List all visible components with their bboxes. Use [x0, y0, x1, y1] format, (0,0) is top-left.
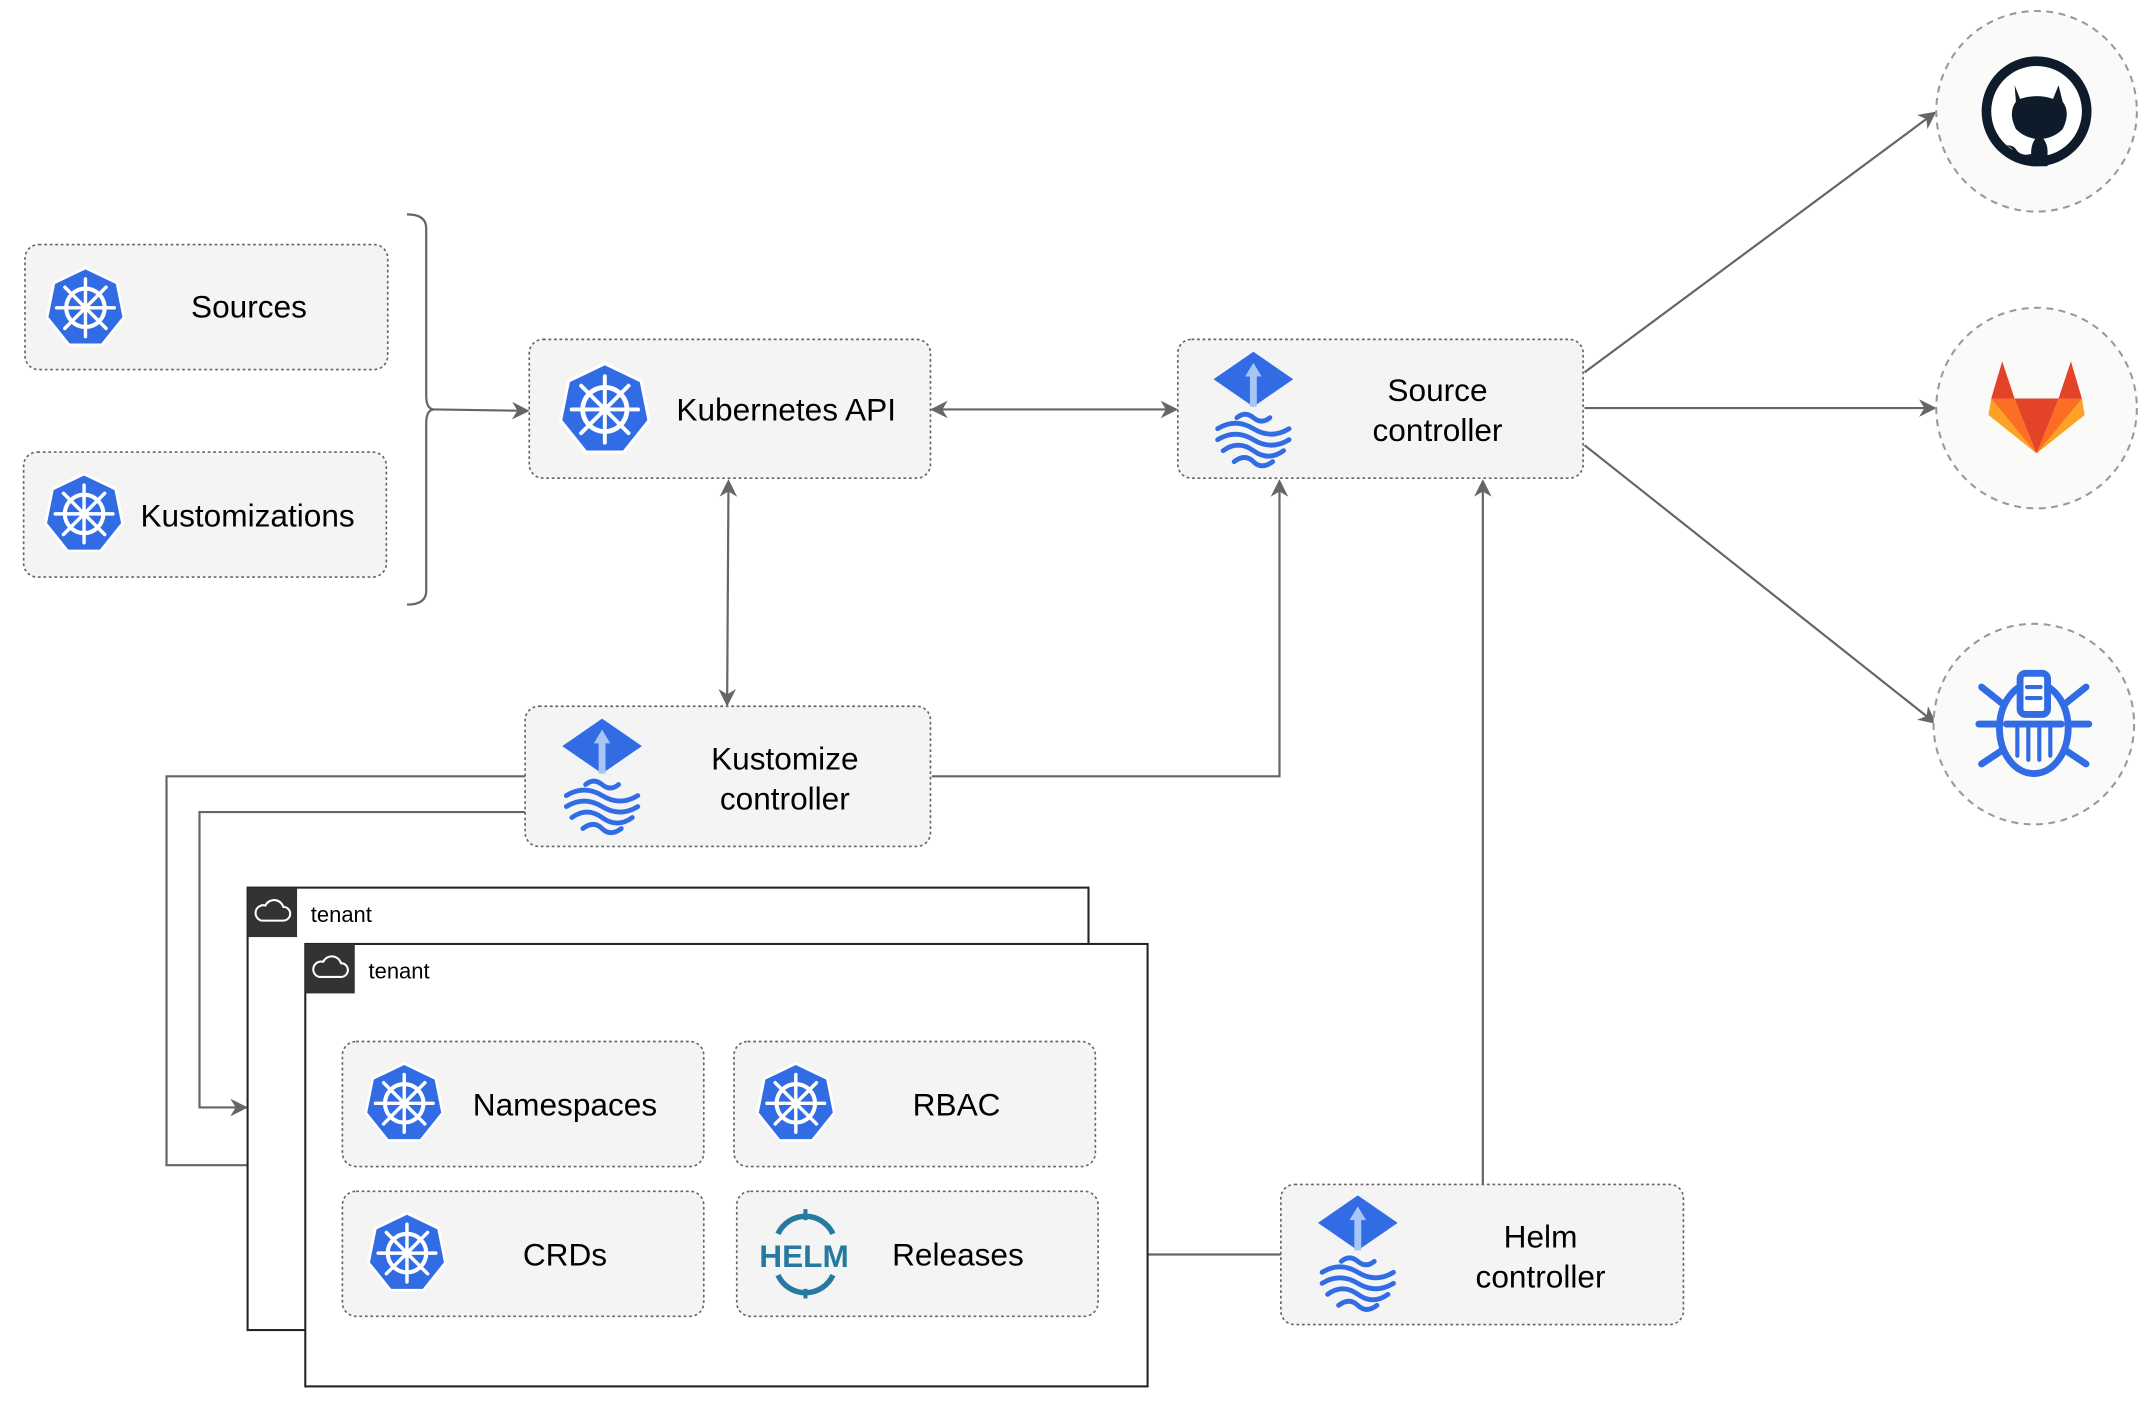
kubernetes-icon: [47, 268, 124, 345]
svg-text:controller: controller: [1373, 412, 1503, 448]
node-kubernetes-api[interactable]: Kubernetes API: [528, 338, 932, 479]
svg-text:Source: Source: [1387, 372, 1487, 408]
edge-api-kustomize-controller: [718, 479, 738, 707]
edge-kustomize-to-tenant-1: [198, 810, 526, 1117]
svg-text:Releases: Releases: [892, 1236, 1024, 1272]
svg-text:Sources: Sources: [191, 288, 307, 324]
edge-crds-to-api: [434, 401, 530, 420]
edge-source-to-github: [1583, 111, 1937, 374]
cloud-icon: [312, 955, 349, 978]
svg-text:HELM: HELM: [759, 1238, 849, 1274]
kubernetes-icon: [46, 474, 123, 551]
kubernetes-icon: [561, 364, 649, 452]
node-kustomizations[interactable]: Kustomizations: [22, 451, 388, 578]
node-kustomize-controller[interactable]: Kustomize controller: [524, 705, 932, 848]
svg-text:Kustomizations: Kustomizations: [140, 497, 354, 533]
svg-text:controller: controller: [1476, 1258, 1606, 1294]
node-source-controller[interactable]: Source controller: [1176, 338, 1584, 479]
svg-text:Kustomize: Kustomize: [711, 740, 858, 776]
github-icon: [1981, 56, 2092, 167]
kubernetes-icon: [366, 1063, 443, 1140]
gitlab-source[interactable]: [1935, 306, 2138, 510]
node-releases[interactable]: HELM Releases: [735, 1190, 1099, 1318]
svg-text:tenant: tenant: [369, 958, 430, 983]
svg-text:controller: controller: [720, 780, 850, 816]
svg-text:CRDs: CRDs: [523, 1236, 607, 1272]
svg-text:RBAC: RBAC: [913, 1087, 1001, 1123]
edge-kustomize-to-source: [931, 479, 1289, 778]
node-crds[interactable]: CRDs: [341, 1190, 705, 1318]
kubernetes-icon: [369, 1213, 446, 1290]
svg-text:Namespaces: Namespaces: [473, 1087, 657, 1123]
svg-text:tenant: tenant: [311, 902, 372, 927]
brace: [406, 213, 435, 606]
cloud-icon: [254, 899, 292, 922]
gitlab-icon: [1988, 361, 2085, 454]
svg-text:Helm: Helm: [1504, 1219, 1578, 1255]
node-rbac[interactable]: RBAC: [733, 1040, 1097, 1168]
node-sources[interactable]: Sources: [24, 243, 389, 371]
bucket-icon: [1975, 669, 2093, 778]
node-helm-controller[interactable]: Helm controller: [1280, 1183, 1685, 1326]
node-namespaces[interactable]: Namespaces: [341, 1040, 705, 1168]
kubernetes-icon: [757, 1063, 834, 1140]
edge-kustomize-to-tenant-2: [165, 775, 526, 1174]
edge-source-to-bucket: [1583, 444, 1937, 724]
svg-text:Kubernetes API: Kubernetes API: [676, 391, 896, 427]
github-source[interactable]: [1935, 9, 2138, 213]
helm-icon: HELM: [759, 1209, 849, 1299]
bucket-source[interactable]: [1932, 622, 2136, 826]
